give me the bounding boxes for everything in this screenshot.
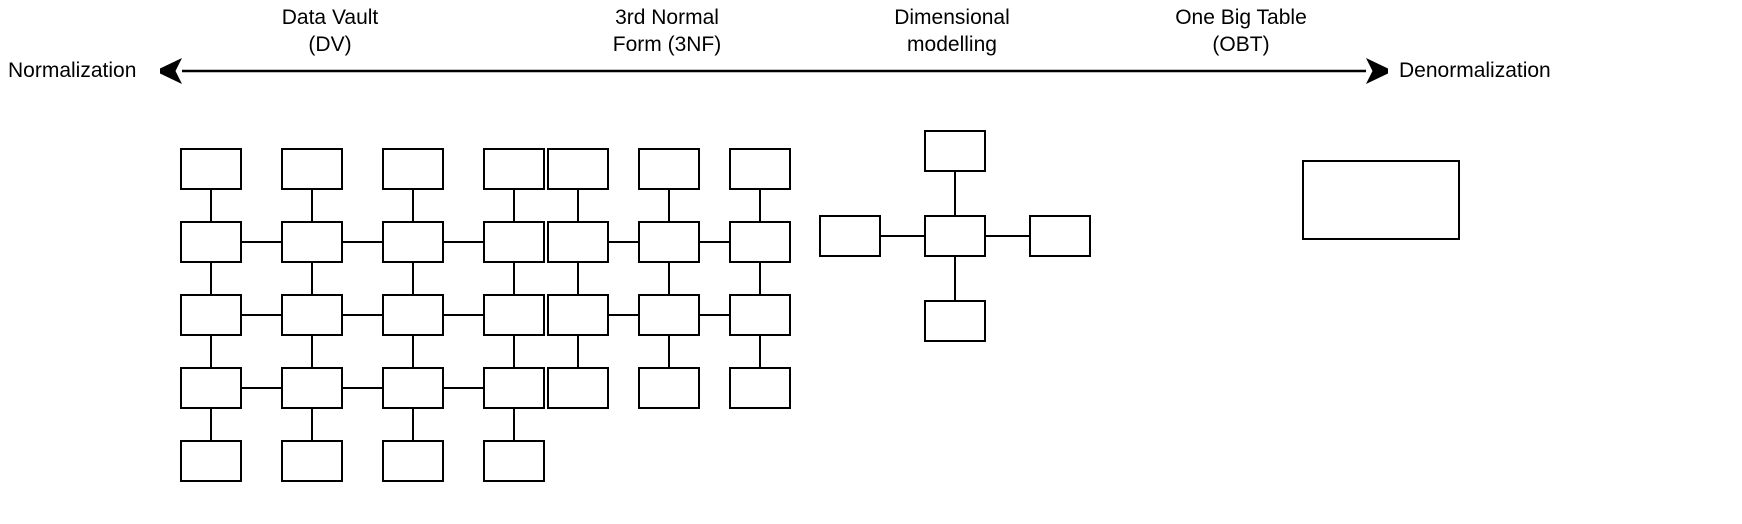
dimension-box-left <box>819 215 881 257</box>
connector-vertical <box>411 336 415 367</box>
connector-vertical <box>512 409 516 440</box>
dimension-box-right <box>1029 215 1091 257</box>
connector-vertical <box>953 257 957 300</box>
stage-label-line-1: Dimensional <box>894 6 1010 29</box>
connector-vertical <box>411 409 415 440</box>
connector-horizontal <box>242 240 281 244</box>
entity-box <box>483 440 545 482</box>
connector-vertical <box>310 336 314 367</box>
connector-horizontal <box>343 240 382 244</box>
entity-box <box>729 221 791 263</box>
connector-vertical <box>512 190 516 221</box>
entity-box <box>638 294 700 336</box>
stage-label-3rd-normal-form: 3rd Normal Form (3NF) <box>517 4 817 58</box>
connector-horizontal <box>609 313 638 317</box>
entity-box <box>638 148 700 190</box>
fact-table-box <box>924 215 986 257</box>
connector-vertical <box>576 336 580 367</box>
connector-vertical <box>209 336 213 367</box>
connector-horizontal <box>444 313 483 317</box>
stage-label-dimensional-modelling: Dimensional modelling <box>802 4 1102 58</box>
entity-box <box>382 221 444 263</box>
connector-vertical <box>576 190 580 221</box>
entity-box <box>180 148 242 190</box>
connector-horizontal <box>986 234 1029 238</box>
connector-vertical <box>512 263 516 294</box>
entity-box <box>281 440 343 482</box>
connector-vertical <box>953 172 957 215</box>
connector-horizontal <box>444 240 483 244</box>
entity-box <box>483 367 545 409</box>
entity-box <box>729 294 791 336</box>
connector-horizontal <box>881 234 924 238</box>
entity-box <box>547 148 609 190</box>
dimension-box-top <box>924 130 986 172</box>
stage-label-one-big-table: One Big Table (OBT) <box>1091 4 1391 58</box>
connector-vertical <box>576 263 580 294</box>
stage-label-data-vault: Data Vault (DV) <box>180 4 480 58</box>
stage-label-line-1: Data Vault <box>281 6 379 29</box>
entity-box <box>547 367 609 409</box>
connector-vertical <box>209 263 213 294</box>
stage-label-line-1: One Big Table <box>1175 6 1307 29</box>
connector-vertical <box>209 409 213 440</box>
connector-vertical <box>758 336 762 367</box>
entity-box <box>180 440 242 482</box>
connector-vertical <box>758 263 762 294</box>
entity-box <box>180 294 242 336</box>
entity-box <box>281 367 343 409</box>
entity-box <box>638 367 700 409</box>
entity-box <box>382 440 444 482</box>
entity-box <box>483 221 545 263</box>
connector-vertical <box>411 263 415 294</box>
connector-horizontal <box>609 240 638 244</box>
entity-box <box>281 294 343 336</box>
connector-vertical <box>411 190 415 221</box>
entity-box <box>180 367 242 409</box>
connector-horizontal <box>700 240 729 244</box>
connector-vertical <box>512 336 516 367</box>
one-big-table-box <box>1302 160 1460 240</box>
connector-horizontal <box>444 386 483 390</box>
entity-box <box>729 148 791 190</box>
connector-horizontal <box>343 386 382 390</box>
double-headed-arrow-icon <box>160 58 1388 84</box>
entity-box <box>729 367 791 409</box>
connector-vertical <box>758 190 762 221</box>
entity-box <box>483 148 545 190</box>
connector-horizontal <box>242 313 281 317</box>
entity-box <box>547 221 609 263</box>
stage-label-line-1: 3rd Normal <box>615 6 719 29</box>
axis-label-denormalization: Denormalization <box>1399 59 1551 82</box>
connector-horizontal <box>700 313 729 317</box>
entity-box <box>382 367 444 409</box>
stage-label-line-2: (OBT) <box>1212 33 1270 56</box>
entity-box <box>382 148 444 190</box>
stage-label-line-2: (DV) <box>308 33 352 56</box>
connector-horizontal <box>242 386 281 390</box>
axis-label-normalization: Normalization <box>8 59 137 82</box>
entity-box <box>180 221 242 263</box>
entity-box <box>547 294 609 336</box>
stage-label-line-2: modelling <box>907 33 997 56</box>
connector-vertical <box>310 190 314 221</box>
connector-vertical <box>667 336 671 367</box>
entity-box <box>638 221 700 263</box>
connector-vertical <box>209 190 213 221</box>
entity-box <box>281 221 343 263</box>
entity-box <box>281 148 343 190</box>
connector-horizontal <box>343 313 382 317</box>
entity-box <box>483 294 545 336</box>
connector-vertical <box>310 263 314 294</box>
connector-vertical <box>310 409 314 440</box>
connector-vertical <box>667 190 671 221</box>
entity-box <box>382 294 444 336</box>
dimension-box-bottom <box>924 300 986 342</box>
stage-label-line-2: Form (3NF) <box>612 33 722 56</box>
connector-vertical <box>667 263 671 294</box>
